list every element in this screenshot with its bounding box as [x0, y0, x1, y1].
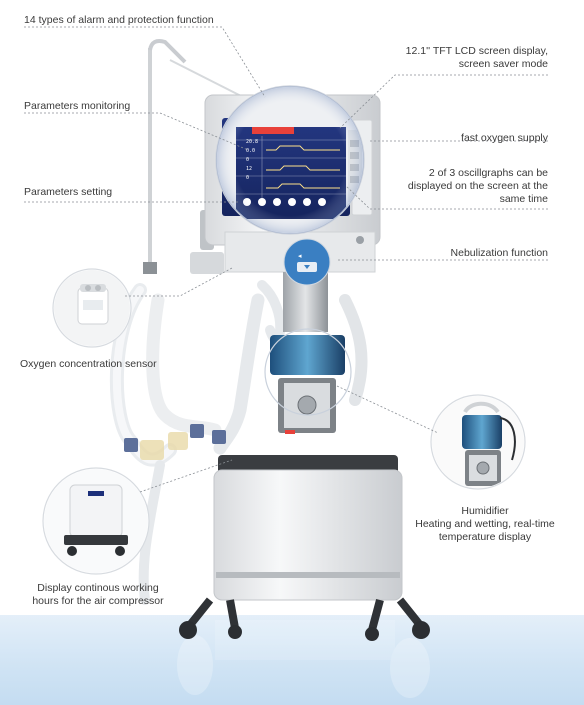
callout-oscillographs-line2: displayed on the screen at the: [407, 180, 548, 192]
callout-compressor-line1: Display continous working: [37, 582, 159, 594]
svg-text:◂: ◂: [298, 253, 302, 260]
callout-monitoring: Parameters monitoring: [24, 100, 131, 112]
oxygen-sensor-magnifier: [52, 268, 132, 348]
callout-nebulization: Nebulization function: [450, 247, 548, 259]
callout-fast-oxygen: fast oxygen supply: [461, 132, 548, 144]
floor-gradient: [0, 615, 584, 705]
callout-oscillographs-line1: 2 of 3 oscillgraphs can be: [428, 167, 548, 179]
trolley-cabinet: [179, 455, 430, 641]
floor-reflection: [177, 620, 430, 698]
nebulizer-magnifier: ◂: [283, 238, 331, 286]
hose-connectors: [124, 424, 226, 460]
screen-magnifier: [215, 85, 365, 235]
callout-screen-line2: screen saver mode: [458, 58, 548, 70]
screen-readouts: 20.8 0.0 0 12 0: [246, 139, 258, 184]
callout-oscillographs-line3: same time: [499, 193, 548, 205]
callout-screen-line1: 12.1'' TFT LCD screen display,: [405, 45, 548, 57]
center-column: [270, 272, 345, 434]
callout-screen: 12.1'' TFT LCD screen display, screen sa…: [406, 45, 548, 71]
screen-value-5: 0: [246, 175, 250, 181]
callout-oxygen-sensor: Oxygen concentration sensor: [20, 358, 157, 370]
callout-compressor-line2: hours for the air compressor: [32, 595, 164, 607]
callout-humidifier-line2: temperature display: [438, 531, 532, 543]
callout-humidifier: Humidifier Heating and wetting, real-tim…: [410, 505, 560, 544]
leader-lines: [24, 26, 548, 493]
humidifier-zoom-magnifier: [430, 394, 526, 490]
callout-humidifier-title: Humidifier: [461, 505, 509, 517]
screen-value-1: 20.8: [246, 139, 259, 145]
screen-value-3: 0: [246, 157, 250, 163]
screen-value-4: 12: [246, 166, 253, 172]
callout-humidifier-line1: Heating and wetting, real-time: [415, 518, 555, 530]
humidifier-magnifier: [264, 328, 352, 416]
screen-value-2: 0.0: [246, 148, 256, 154]
compressor-magnifier: [42, 467, 150, 575]
callout-setting: Parameters setting: [24, 186, 113, 198]
callout-compressor: Display continous working hours for the …: [8, 582, 188, 608]
callout-alarm: 14 types of alarm and protection functio…: [24, 14, 214, 26]
callout-oscillographs: 2 of 3 oscillgraphs can be displayed on …: [408, 167, 548, 206]
